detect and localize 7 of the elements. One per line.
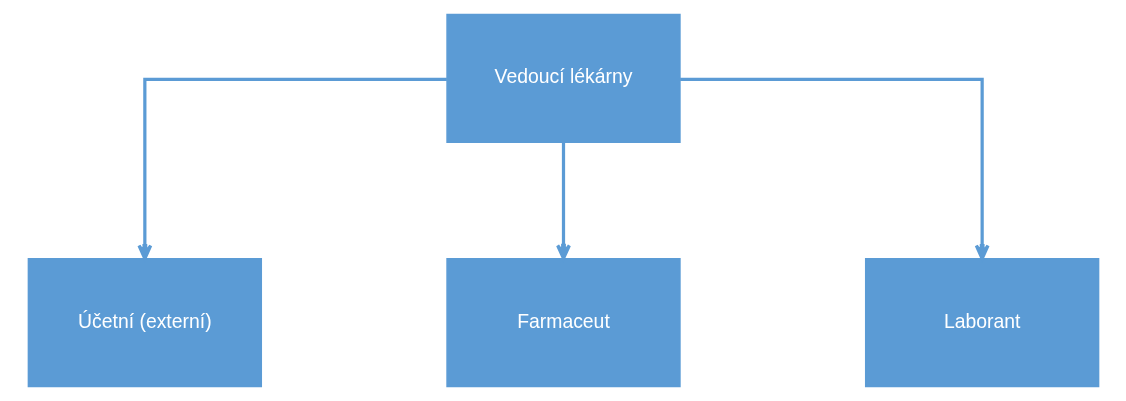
node-box: Účetní (externí) [27, 257, 262, 388]
node-box: Laborant [864, 257, 1099, 388]
arrow [555, 142, 571, 261]
node-box: Farmaceut [445, 257, 681, 388]
node-box: Vedoucí lékárny [445, 13, 681, 144]
arrow [679, 77, 990, 261]
arrow [136, 77, 447, 261]
